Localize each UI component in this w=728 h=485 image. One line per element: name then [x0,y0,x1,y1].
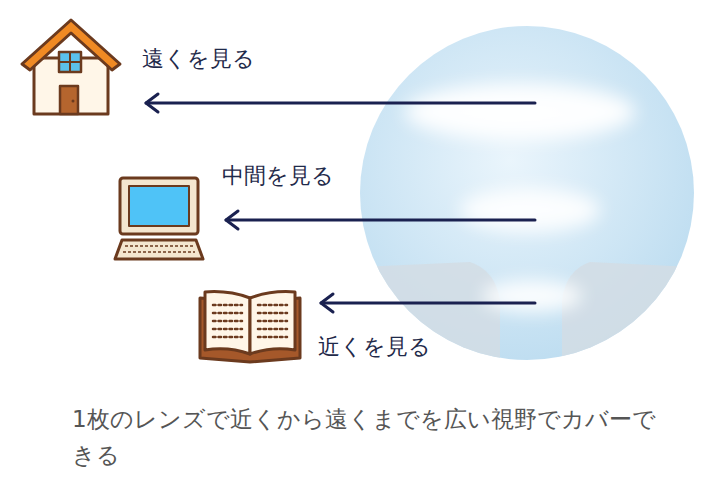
house-icon [22,20,120,114]
lens [340,26,715,370]
view-label: 中間を見る [222,163,334,189]
caption: 1枚のレンズで近くから遠くまでを広い視野でカバーできる [72,402,672,473]
view-label: 遠くを見る [142,46,255,72]
book-icon [200,292,300,362]
view-arrows [146,94,535,312]
computer-icon [115,178,203,259]
view-label: 近くを見る [318,334,431,360]
